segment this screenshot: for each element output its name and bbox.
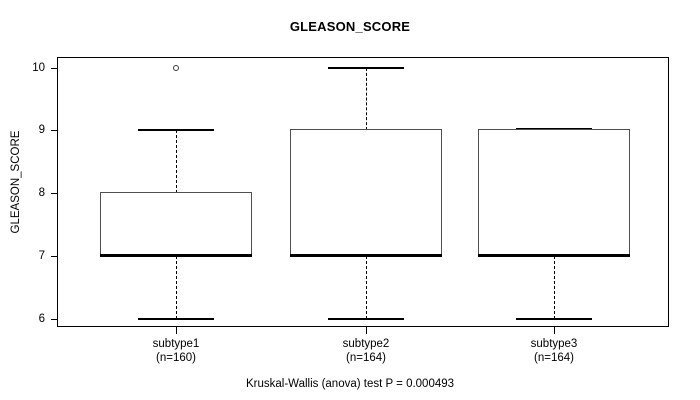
whisker-upper-subtype1: [176, 130, 177, 193]
whisker-cap-upper-subtype1: [138, 129, 214, 131]
whisker-lower-subtype2: [366, 256, 367, 319]
median-subtype2: [290, 254, 442, 257]
statistical-test-annotation: Kruskal-Wallis (anova) test P = 0.000493: [245, 378, 455, 390]
x-label-count-subtype3: (n=164): [534, 351, 574, 364]
whisker-lower-subtype3: [554, 256, 555, 319]
y-tick-7: [51, 256, 57, 257]
box-subtype1: [100, 192, 252, 256]
y-tick-6: [51, 319, 57, 320]
y-tick-label-9: 9: [38, 124, 45, 136]
x-tick-label-subtype2: subtype2 (n=164): [266, 338, 466, 365]
y-tick-label-10: 10: [32, 62, 45, 74]
y-tick-10: [51, 68, 57, 69]
box-subtype2: [290, 129, 442, 256]
x-tick-label-subtype3: subtype3 (n=164): [454, 338, 654, 365]
y-tick-label-6: 6: [38, 313, 45, 325]
x-tick-label-subtype1: subtype1 (n=160): [76, 338, 276, 365]
x-label-count-subtype2: (n=164): [346, 351, 386, 364]
whisker-upper-subtype2: [366, 68, 367, 130]
median-subtype1: [100, 254, 252, 257]
y-tick-8: [51, 193, 57, 194]
x-label-name-subtype2: subtype2: [342, 338, 390, 350]
y-tick-label-8: 8: [38, 187, 45, 199]
plot-area: [57, 57, 669, 327]
whisker-lower-subtype1: [176, 256, 177, 319]
x-label-count-subtype1: (n=160): [156, 351, 196, 364]
page-title: GLEASON_SCORE: [289, 19, 411, 34]
x-label-name-subtype1: subtype1: [152, 338, 200, 350]
x-tick-subtype1: [176, 327, 177, 334]
outlier-point-subtype1: [173, 65, 179, 71]
median-subtype3: [478, 254, 630, 257]
y-tick-label-7: 7: [38, 250, 45, 262]
x-label-name-subtype3: subtype3: [530, 338, 578, 350]
whisker-cap-lower-subtype3: [516, 318, 592, 320]
whisker-cap-lower-subtype2: [328, 318, 404, 320]
whisker-cap-lower-subtype1: [138, 318, 214, 320]
whisker-cap-upper-subtype2: [328, 67, 404, 69]
x-tick-subtype3: [554, 327, 555, 334]
box-subtype3: [478, 129, 630, 256]
y-tick-9: [51, 130, 57, 131]
x-tick-subtype2: [366, 327, 367, 334]
